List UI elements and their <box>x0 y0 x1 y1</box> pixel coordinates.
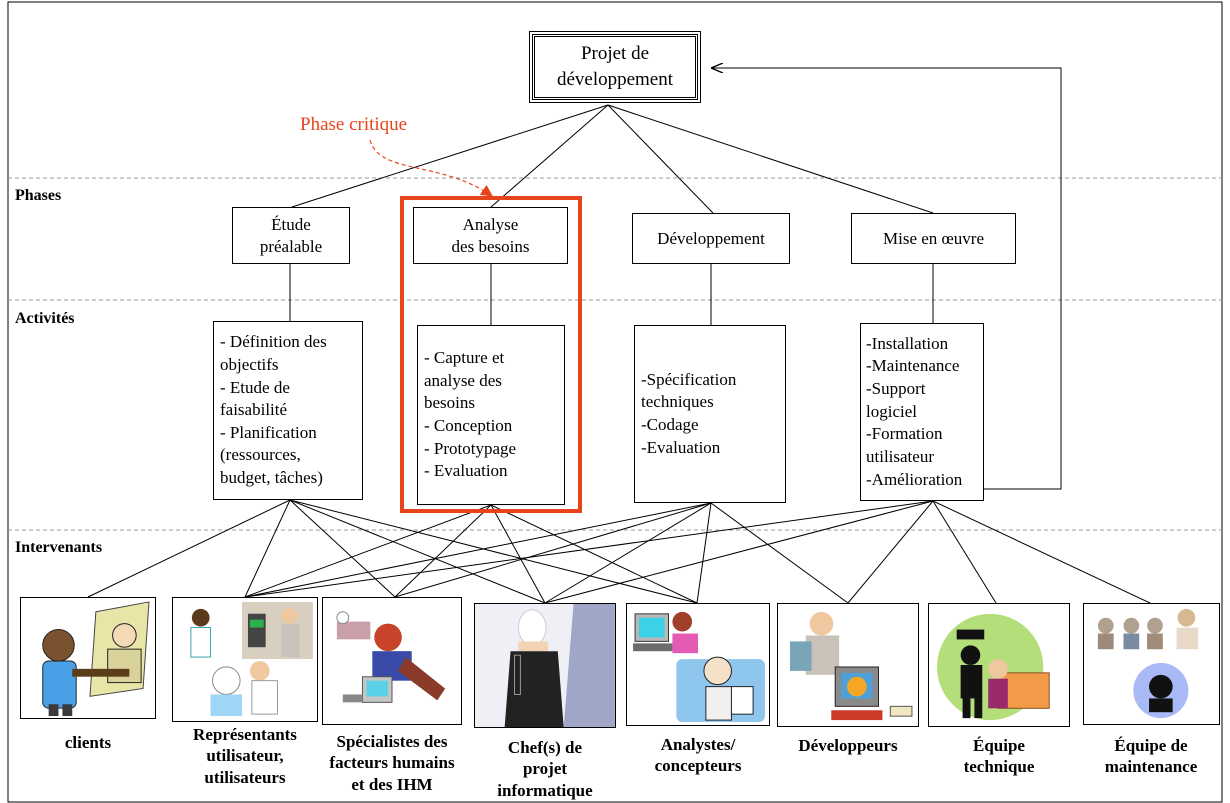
project-box: Projet de développement <box>529 31 701 103</box>
activity-line: budget, tâches) <box>220 468 323 488</box>
actor-card-user-representatives <box>172 597 318 722</box>
actor-label-maintenance-team: Équipe de maintenance <box>1076 735 1226 778</box>
maintenance-team-icon <box>1097 608 1199 719</box>
project-title-line2: développement <box>556 69 674 90</box>
activity-line: - Prototypage <box>424 438 517 458</box>
activity-line: - Définition des <box>220 332 327 352</box>
phase-label-line1: Mise en œuvre <box>882 228 985 248</box>
actor-label-analysts: Analystes/ concepteurs <box>623 734 773 777</box>
phase-label-line1: Analyse <box>462 215 519 235</box>
activity-line: utilisateur <box>866 446 934 466</box>
actor-card-project-manager <box>474 603 616 728</box>
actor-card-clients <box>20 597 156 719</box>
phase-label-line1: Étude <box>271 215 311 235</box>
activity-line: -Spécification <box>641 369 737 389</box>
human-factors-specialist-icon <box>336 611 446 703</box>
activity-actor-links <box>87 499 1151 604</box>
actor-label-line: Équipe <box>973 736 1025 755</box>
activity-line: - Evaluation <box>424 461 508 481</box>
phase-box-mise-en-oeuvre: Mise en œuvre <box>851 213 1016 264</box>
actor-label-project-manager: Chef(s) de projet informatique <box>470 737 620 801</box>
actor-label-line: Spécialistes des <box>336 732 448 751</box>
actor-label-developers: Développeurs <box>773 735 923 756</box>
actor-label-line: Représentants <box>193 725 297 744</box>
project-manager-icon <box>475 604 615 727</box>
actor-label-line: et des IHM <box>351 774 433 794</box>
activity-line: techniques <box>641 392 714 412</box>
technical-team-icon <box>937 613 1050 721</box>
actor-card-analysts <box>626 603 770 726</box>
actor-label-line: Chef(s) de <box>507 738 583 757</box>
activity-line: -Maintenance <box>866 356 960 376</box>
actor-label-line: facteurs humains <box>329 753 455 773</box>
actor-label-line: utilisateur, <box>206 746 284 766</box>
project-phase-links <box>291 104 934 214</box>
actor-label-line: utilisateurs <box>204 767 286 787</box>
activity-line: -Formation <box>866 424 943 444</box>
client-businessman-icon <box>42 601 150 717</box>
outer-frame <box>7 1 1223 803</box>
actor-label-user-representatives: Représentants utilisateur, utilisateurs <box>170 724 320 788</box>
actor-label-line: technique <box>963 757 1035 777</box>
project-title-line1: Projet de <box>580 43 650 65</box>
activity-line: faisabilité <box>220 400 288 420</box>
activity-box-developpement: -Spécification techniques -Codage -Evalu… <box>634 325 786 503</box>
row-label-activities: Activités <box>15 310 75 327</box>
activity-line: - Etude de <box>220 377 290 397</box>
activity-line: -Codage <box>641 415 699 434</box>
actor-card-hci-specialists <box>322 597 462 725</box>
phase-box-developpement: Développement <box>632 213 790 264</box>
activity-line: objectifs <box>220 354 279 374</box>
actor-label-line: maintenance <box>1104 757 1198 777</box>
actor-card-technical-team <box>928 603 1070 727</box>
actor-label-line: informatique <box>497 780 593 800</box>
phase-label-line1: Développement <box>657 228 765 248</box>
activity-line: - Capture et <box>424 348 505 368</box>
row-label-phases: Phases <box>15 187 62 204</box>
activity-line: - Planification <box>220 422 317 442</box>
row-label-actors: Intervenants <box>15 539 103 556</box>
actor-card-maintenance-team <box>1083 603 1220 725</box>
activity-line: -Amélioration <box>866 469 963 489</box>
phase-box-etude: Étude préalable <box>232 207 350 264</box>
activity-line: logiciel <box>866 401 917 421</box>
phase-label-line2: préalable <box>259 236 323 256</box>
activity-line: - Conception <box>424 416 513 435</box>
user-representatives-icon <box>190 601 313 717</box>
activity-line: -Support <box>866 379 926 399</box>
activity-line: -Evaluation <box>641 437 721 457</box>
activity-line: -Installation <box>866 333 949 353</box>
actor-label-hci-specialists: Spécialistes des facteurs humains et des… <box>317 731 467 795</box>
activity-line: (ressources, <box>220 445 301 465</box>
activity-line: besoins <box>424 393 475 413</box>
critical-phase-label: Phase critique <box>300 114 408 135</box>
activity-box-etude: - Définition des objectifs - Etude de fa… <box>213 321 363 500</box>
phase-box-analyse: Analyse des besoins <box>413 207 568 264</box>
actor-label-line: Équipe de <box>1114 736 1188 755</box>
actor-label-technical-team: Équipe technique <box>924 735 1074 778</box>
actor-card-developers <box>777 603 919 727</box>
feedback-arrow <box>712 68 1062 490</box>
analyst-designer-icon <box>633 611 765 723</box>
activity-box-mise-en-oeuvre: -Installation -Maintenance -Support logi… <box>860 323 984 501</box>
critical-phase-frame <box>400 196 582 513</box>
actor-label-line: Analystes/ <box>660 735 736 754</box>
actor-label-line: Développeurs <box>798 736 898 755</box>
actor-label-line: projet <box>522 759 568 779</box>
activity-box-analyse: - Capture et analyse des besoins - Conce… <box>417 325 565 505</box>
actor-label-clients: clients <box>13 732 163 753</box>
phase-activity-links <box>289 264 934 325</box>
developer-icon <box>789 611 913 721</box>
actor-label-line: concepteurs <box>654 756 742 776</box>
actor-label-line: clients <box>64 733 112 752</box>
phase-label-line2: des besoins <box>451 236 530 256</box>
activity-line: analyse des <box>424 370 502 390</box>
